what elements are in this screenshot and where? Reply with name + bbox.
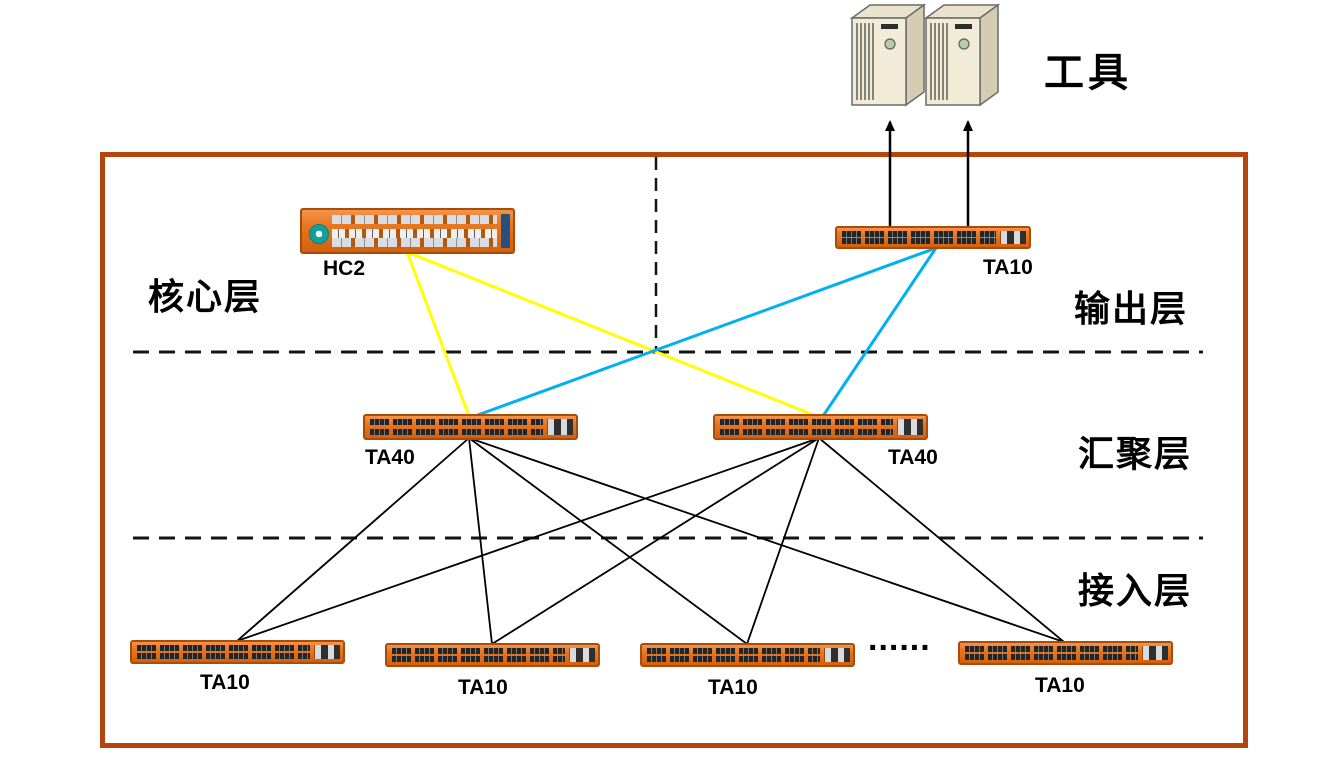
switch-uplink-ports [897, 419, 923, 435]
link-ta40r-access2 [491, 437, 820, 645]
access-switch-4-label: TA10 [1035, 674, 1085, 697]
link-hc2-to-ta40-left [405, 251, 471, 417]
chassis-middle-ports [332, 228, 497, 238]
diagram-frame [100, 152, 1248, 748]
core-layer-label: 核心层 [148, 276, 263, 317]
hc2-label: HC2 [323, 257, 366, 280]
switch-uplink-ports [1142, 646, 1168, 660]
aggregation-layer-label: 汇聚层 [1078, 433, 1193, 474]
vendor-logo-icon [309, 224, 329, 244]
ta40-left-label: TA40 [365, 446, 415, 469]
switch-uplink-ports [314, 645, 340, 659]
access-switch-ta10-1 [130, 640, 345, 664]
link-ta40l-access1 [236, 437, 470, 642]
hc2-chassis [300, 208, 515, 254]
output-switch-label: TA10 [983, 256, 1033, 279]
link-ta40r-access1 [236, 437, 820, 642]
switch-uplink-ports [547, 419, 573, 435]
aggregation-switch-ta40-left [363, 414, 578, 440]
link-ta10-to-ta40-right [821, 247, 938, 417]
access-switch-ta10-2 [385, 643, 600, 667]
access-switch-3-label: TA10 [708, 676, 758, 699]
switch-uplink-ports [1000, 231, 1026, 244]
more-switches-ellipsis: ...... [868, 620, 931, 658]
link-ta40r-access4 [818, 437, 1065, 643]
link-ta40r-access3 [746, 437, 820, 645]
ta40-right-label: TA40 [888, 446, 938, 469]
output-layer-label: 输出层 [1074, 288, 1189, 329]
tools-label: 工具 [1044, 51, 1132, 95]
server-icon-1 [851, 4, 925, 106]
access-switch-ta10-3 [640, 643, 855, 667]
link-ta40l-access3 [468, 437, 748, 645]
aggregation-switch-ta40-right [713, 414, 928, 440]
link-ta10-to-ta40-left [474, 246, 937, 418]
output-switch-ta10 [835, 226, 1031, 249]
access-switch-ta10-4 [958, 641, 1173, 665]
access-layer-label: 接入层 [1078, 570, 1193, 611]
switch-uplink-ports [824, 648, 850, 662]
switch-uplink-ports [569, 648, 595, 662]
chassis-side-panel [501, 214, 510, 248]
access-switch-1-label: TA10 [200, 671, 250, 694]
link-hc2-to-ta40-right [406, 250, 817, 418]
access-switch-2-label: TA10 [458, 676, 508, 699]
link-ta40l-access2 [468, 437, 493, 645]
server-icon-2 [925, 4, 999, 106]
link-ta40l-access4 [468, 437, 1065, 643]
